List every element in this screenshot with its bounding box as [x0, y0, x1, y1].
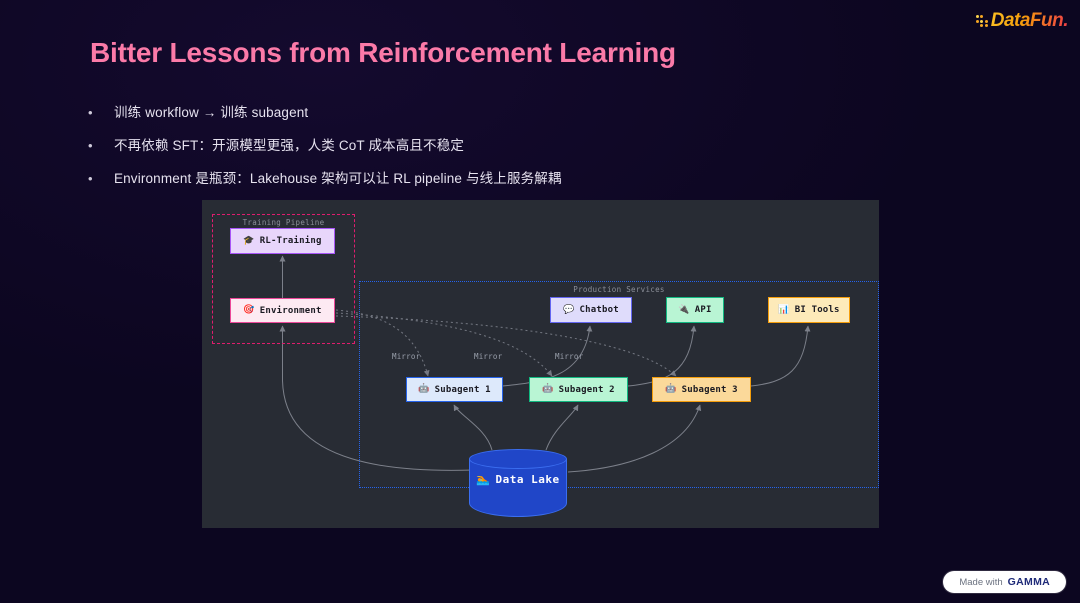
node-label: Subagent 2	[558, 384, 615, 395]
node-label-wrap: 🏊 Data Lake	[469, 473, 567, 486]
node-label: RL-Training	[259, 236, 322, 246]
list-item: • 不再依赖 SFT：开源模型更强，人类 CoT 成本高且不稳定	[88, 137, 908, 155]
node-label: Data Lake	[495, 473, 560, 486]
group-label: Production Services	[573, 285, 665, 294]
node-subagent-1[interactable]: 🤖 Subagent 1	[406, 377, 503, 402]
speech-bubble-icon: 💬	[563, 304, 575, 315]
graduation-cap-icon: 🎓	[243, 235, 255, 246]
bullet-list: • 训练 workflow → 训练 subagent • 不再依赖 SFT：开…	[88, 104, 908, 203]
cylinder-top	[469, 449, 567, 469]
node-environment[interactable]: 🎯 Environment	[230, 298, 335, 323]
node-rl-training[interactable]: 🎓 RL-Training	[230, 228, 335, 254]
node-label: Subagent 1	[434, 384, 491, 395]
plug-icon: 🔌	[678, 304, 690, 315]
robot-icon: 🤖	[418, 384, 430, 394]
node-api[interactable]: 🔌 API	[666, 297, 724, 323]
bar-chart-icon: 📊	[778, 304, 790, 315]
node-label: Chatbot	[579, 305, 619, 315]
bullet-text: 训练 workflow → 训练 subagent	[114, 105, 309, 120]
robot-icon: 🤖	[665, 384, 677, 394]
node-label: Subagent 3	[681, 384, 738, 395]
gamma-label: GAMMA	[1007, 576, 1050, 588]
target-icon: 🎯	[243, 305, 255, 315]
robot-icon: 🤖	[542, 384, 554, 394]
edge-label-mirror: Mirror	[555, 352, 584, 361]
edge-label-mirror: Mirror	[392, 352, 421, 361]
node-chatbot[interactable]: 💬 Chatbot	[550, 297, 632, 323]
node-label: API	[694, 305, 712, 315]
node-label: BI Tools	[794, 305, 840, 315]
bullet-marker: •	[88, 138, 93, 153]
swimmer-icon: 🏊	[476, 473, 491, 486]
datafun-logo: DataFun.	[975, 10, 1069, 32]
node-bi-tools[interactable]: 📊 BI Tools	[768, 297, 850, 323]
node-data-lake[interactable]: 🏊 Data Lake	[469, 449, 567, 521]
page-title: Bitter Lessons from Reinforcement Learni…	[90, 37, 676, 68]
diagram-edges	[279, 255, 811, 473]
group-training-pipeline: Training Pipeline	[212, 214, 355, 344]
node-subagent-3[interactable]: 🤖 Subagent 3	[652, 377, 751, 402]
edge-label-mirror: Mirror	[474, 352, 503, 361]
node-label: Environment	[259, 305, 322, 316]
made-with-gamma-badge[interactable]: Made with GAMMA	[943, 571, 1066, 593]
bullet-marker: •	[88, 105, 93, 120]
logo-text: DataFun.	[990, 10, 1069, 31]
bullet-text: Environment 是瓶颈：Lakehouse 架构可以让 RL pipel…	[114, 171, 562, 186]
made-with-label: Made with	[959, 577, 1003, 588]
dots-icon	[975, 15, 988, 27]
group-label: Training Pipeline	[242, 218, 325, 227]
architecture-diagram: Training Pipeline Production Services 🎓 …	[202, 200, 879, 528]
bullet-text: 不再依赖 SFT：开源模型更强，人类 CoT 成本高且不稳定	[114, 138, 465, 153]
list-item: • Environment 是瓶颈：Lakehouse 架构可以让 RL pip…	[88, 170, 908, 188]
node-subagent-2[interactable]: 🤖 Subagent 2	[529, 377, 628, 402]
bullet-marker: •	[88, 171, 93, 186]
list-item: • 训练 workflow → 训练 subagent	[88, 104, 908, 122]
group-production-services: Production Services	[359, 281, 879, 488]
